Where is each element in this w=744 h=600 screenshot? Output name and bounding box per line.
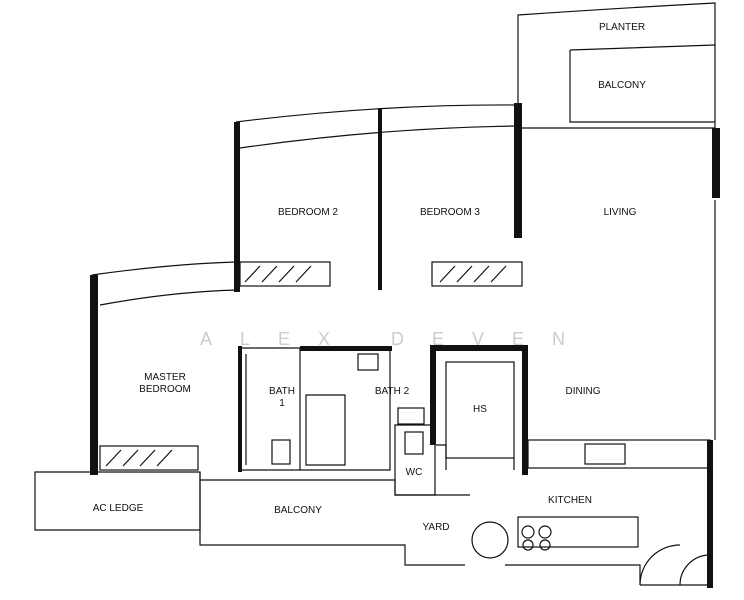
label-yard: YARD — [422, 522, 449, 533]
label-wc: WC — [406, 467, 423, 478]
label-balcony-top: BALCONY — [598, 80, 646, 91]
watermark: ALEX DEVEN — [200, 329, 593, 349]
label-bedroom-3: BEDROOM 3 — [420, 207, 480, 218]
label-hs: HS — [473, 404, 487, 415]
label-master-2: BEDROOM — [139, 384, 191, 395]
label-dining: DINING — [566, 386, 601, 397]
label-living: LIVING — [604, 207, 637, 218]
label-bath-2: BATH 2 — [375, 386, 410, 397]
walls — [34, 2, 720, 588]
label-planter: PLANTER — [599, 22, 645, 33]
label-kitchen: KITCHEN — [548, 495, 592, 506]
room-labels: PLANTER BALCONY LIVING BEDROOM 2 BEDROOM… — [93, 22, 647, 533]
label-master-1: MASTER — [144, 372, 186, 383]
wall — [234, 122, 240, 292]
label-bath1-2: 1 — [279, 398, 285, 409]
label-ac-ledge: AC LEDGE — [93, 503, 144, 514]
label-balcony-bottom: BALCONY — [274, 505, 322, 516]
label-bath1-1: BATH — [269, 386, 295, 397]
label-bedroom-2: BEDROOM 2 — [278, 207, 338, 218]
